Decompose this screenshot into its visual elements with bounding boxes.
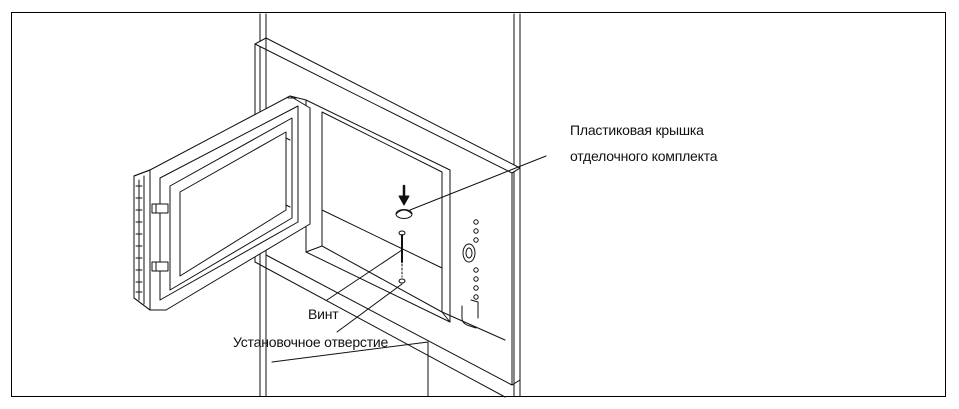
leader-line-hole bbox=[336, 283, 403, 333]
mounting-hole-label: Установочное отверстие bbox=[233, 334, 389, 350]
plastic-cover-label-line-2: отделочного комплекта bbox=[570, 148, 718, 164]
leader-line-cover bbox=[409, 155, 547, 211]
leader-line-screw bbox=[326, 249, 403, 301]
screw-assembly bbox=[395, 184, 413, 284]
diagram-frame bbox=[11, 12, 946, 397]
screw-label: Винт bbox=[308, 306, 339, 322]
control-panel bbox=[461, 219, 479, 329]
plastic-cover-label-line-1: Пластиковая крышка bbox=[570, 122, 704, 138]
leader-lines bbox=[326, 155, 547, 333]
microwave-door bbox=[133, 95, 311, 311]
